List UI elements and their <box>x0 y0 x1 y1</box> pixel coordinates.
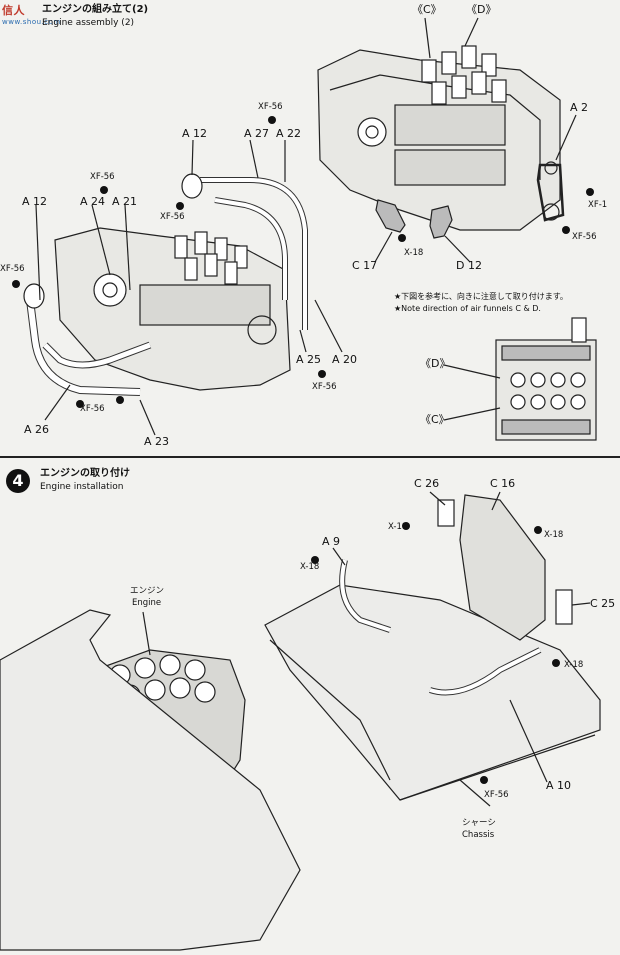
engine-left-drawing <box>23 173 308 396</box>
label-xf56-e: XF-56 <box>80 404 105 414</box>
step3-title-en: Engine assembly (2) <box>42 18 135 28</box>
label-x18-a: X-18 <box>404 248 424 258</box>
label-engine-jp: エンジン <box>130 586 165 596</box>
engine-top-right-drawing <box>317 45 565 239</box>
step4-title-en: Engine installation <box>40 482 124 492</box>
label-A10: A 10 <box>546 779 572 792</box>
label-xf1: XF-1 <box>588 200 608 210</box>
label-D-funnel: 《D》 <box>466 3 497 16</box>
label-A2: A 2 <box>570 101 589 114</box>
label-A12-top: A 12 <box>182 127 208 140</box>
label-chassis-jp: シャーシ <box>462 818 496 828</box>
label-xf56-g: XF-56 <box>572 232 597 242</box>
step4-number-badge: 4 <box>6 469 30 493</box>
label-xf56-f: XF-56 <box>312 382 337 392</box>
step3-title-jp: エンジンの組み立て(2) <box>42 4 149 15</box>
label-A27: A 27 <box>244 127 270 140</box>
label-C26: C 26 <box>414 477 440 490</box>
note-jp: ★下図を参考に、向きに注意して取り付けます。 <box>394 292 568 301</box>
label-A12-left: A 12 <box>22 195 48 208</box>
label-A21: A 21 <box>112 195 138 208</box>
section-divider <box>0 456 620 458</box>
label-A25: A 25 <box>296 353 322 366</box>
note-en: ★Note direction of air funnels C & D. <box>394 304 541 313</box>
label-C-funnel: 《C》 <box>412 3 442 16</box>
label-C16: C 16 <box>490 477 516 490</box>
label-A24: A 24 <box>80 195 106 208</box>
label-chassis-en: Chassis <box>462 830 495 840</box>
engine-top-view-inset <box>495 317 597 441</box>
label-D12: D 12 <box>456 259 482 272</box>
label-D-inset: 《D》 <box>420 357 451 370</box>
label-x18-b: X-18 <box>388 522 408 532</box>
watermark-url: www.shou.com <box>2 18 61 26</box>
label-xf56-d: XF-56 <box>0 264 25 274</box>
label-A22: A 22 <box>276 127 302 140</box>
label-A26: A 26 <box>24 423 50 436</box>
watermark-logo: 信人 www.shou.com <box>2 2 61 26</box>
label-x18-c: X-18 <box>544 530 564 540</box>
label-xf56-c: XF-56 <box>160 212 185 222</box>
label-C25: C 25 <box>590 597 616 610</box>
chassis-drawing <box>0 494 601 951</box>
label-xf56-a: XF-56 <box>258 102 283 112</box>
label-C-inset: 《C》 <box>420 413 450 426</box>
label-xf56-h: XF-56 <box>484 790 509 800</box>
label-A9: A 9 <box>322 535 341 548</box>
label-engine-en: Engine <box>132 598 162 608</box>
step4-title-jp: エンジンの取り付け <box>40 468 130 479</box>
label-x18-e: X-18 <box>564 660 584 670</box>
label-A20: A 20 <box>332 353 358 366</box>
label-x18-d: X-18 <box>300 562 320 572</box>
paint-dots <box>12 116 594 784</box>
watermark-text: 信人 <box>2 4 25 17</box>
label-A23: A 23 <box>144 435 170 448</box>
label-xf56-b: XF-56 <box>90 172 115 182</box>
label-C17: C 17 <box>352 259 378 272</box>
